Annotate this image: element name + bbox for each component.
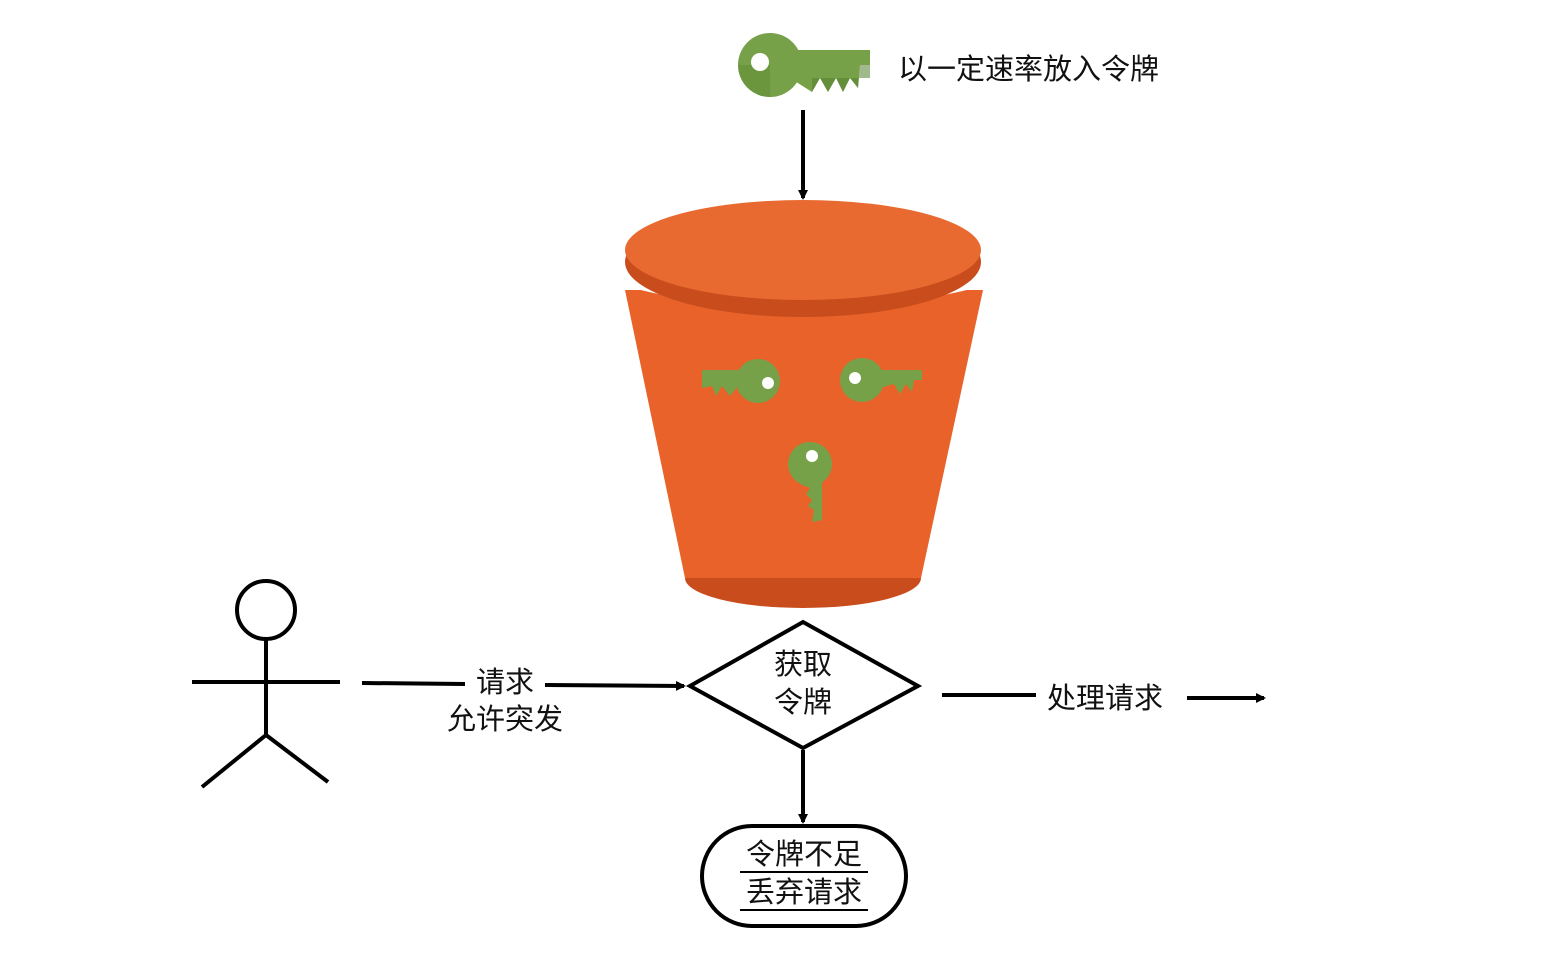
discard-terminator bbox=[700, 824, 908, 928]
key-icon bbox=[702, 359, 780, 403]
discard-label: 丢弃请求 bbox=[745, 875, 863, 909]
allow-burst-label: 允许突发 bbox=[446, 702, 564, 736]
stick-figure-icon bbox=[192, 579, 340, 789]
key-icon bbox=[738, 33, 870, 97]
request-arrow bbox=[544, 680, 686, 691]
request-label: 请求 bbox=[475, 665, 535, 699]
request-line-left bbox=[361, 681, 466, 686]
bucket-icon bbox=[625, 200, 983, 608]
acquire-label-line2: 令牌 bbox=[773, 685, 833, 719]
acquire-token-decision bbox=[685, 619, 923, 751]
key-icon bbox=[788, 442, 832, 522]
process-request-label: 处理请求 bbox=[1047, 681, 1164, 715]
insufficient-label: 令牌不足 bbox=[745, 837, 863, 871]
token-rate-label: 以一定速率放入令牌 bbox=[898, 52, 1160, 86]
key-icon bbox=[840, 358, 922, 402]
acquire-label-line1: 获取 bbox=[773, 647, 833, 681]
